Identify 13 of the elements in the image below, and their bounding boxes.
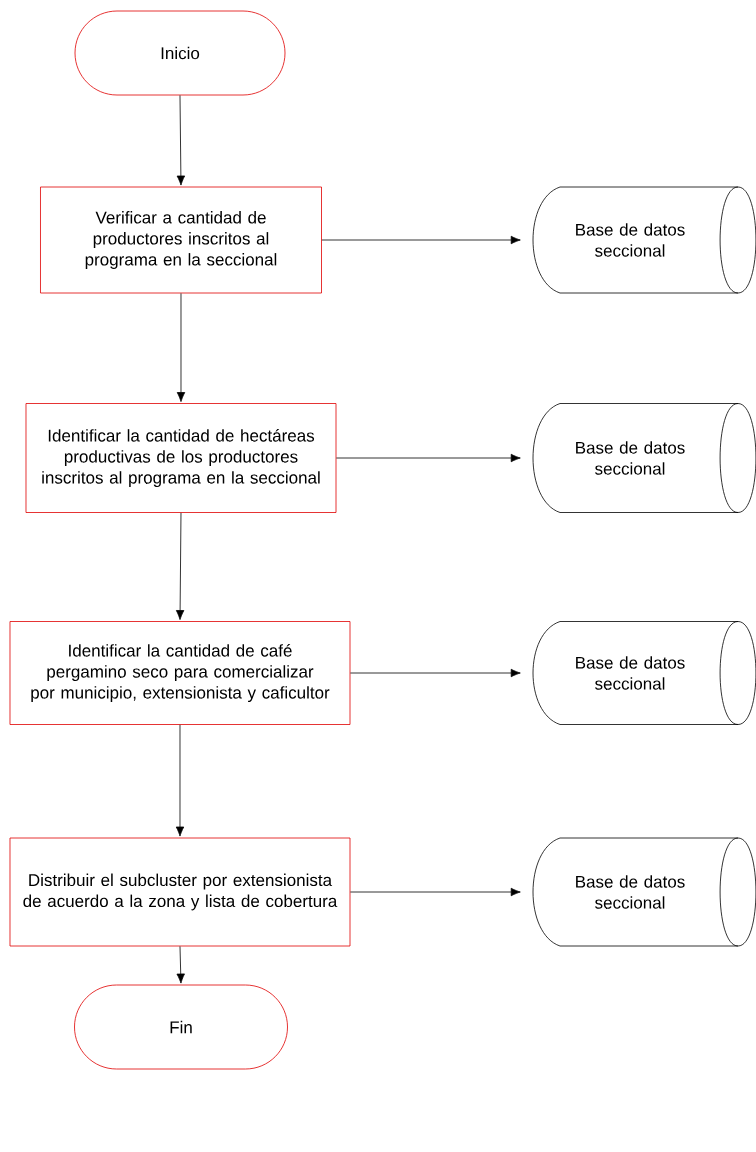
process-box: Verificar a cantidad de productores inscritos al programa en la seccional [40,186,322,294]
arrow [321,235,521,245]
arrow [350,668,521,678]
process-box: Identificar la cantidad de café pergamino seco para comercializar por municipio, extensionista y caficultor [9,621,351,725]
arrow [176,95,186,186]
process-box: Identificar la cantidad de hectáreas productivas de los productores inscritos al programa en la seccional [25,403,337,513]
arrow [175,512,185,620]
arrow [350,887,521,897]
arrow [176,293,186,402]
arrow [336,453,521,463]
arrow [175,724,185,837]
process-box: Distribuir el subcluster por extensionista de acuerdo a la zona y lista de cobertura [9,837,351,947]
arrow [176,946,185,984]
